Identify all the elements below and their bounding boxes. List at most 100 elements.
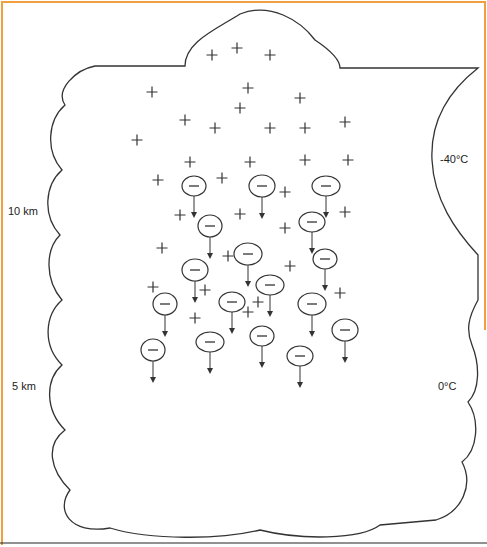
negative-charge [321,185,331,186]
fall-arrow [312,232,313,250]
positive-charge [210,123,221,134]
positive-charge [223,251,234,262]
negative-charge [190,269,200,270]
negative-charge [320,258,330,259]
positive-charge [295,93,306,104]
positive-charge [175,210,186,221]
positive-charge [235,103,246,114]
arrow-head [245,281,251,287]
fall-arrow [248,265,249,283]
arrow-head [259,362,265,368]
particle [141,339,165,361]
positive-charge [280,223,291,234]
positive-charge [285,261,296,272]
fall-arrow [262,346,263,364]
fall-arrow [345,341,346,359]
arrow-head [162,331,168,337]
negative-charge [295,355,305,356]
positive-charge [207,50,218,61]
positive-charge [340,117,351,128]
positive-charge [335,288,346,299]
positive-charge [235,209,246,220]
altitude-label: 10 km [8,205,38,217]
arrow-head [259,213,265,219]
particle [313,249,337,269]
positive-charge [157,243,168,254]
cloud-outline [48,10,478,537]
negative-charge [265,284,275,285]
negative-charge [307,303,317,304]
fall-arrow [262,197,263,215]
particle [287,346,313,366]
particle [332,319,358,341]
arrow-head [150,377,156,383]
temperature-label: -40°C [440,153,468,165]
positive-charge [253,297,264,308]
positive-charge [243,83,254,94]
positive-charge [340,207,351,218]
positive-charge [300,123,311,134]
positive-charge [200,285,211,296]
arrow-head [309,248,315,254]
positive-charge [217,173,228,184]
negative-charge [189,185,199,186]
positive-charge [265,123,276,134]
particle [256,275,284,295]
negative-charge [340,329,350,330]
fall-arrow [195,281,196,299]
positive-charge [245,157,256,168]
particle [182,259,208,281]
positive-charge [148,282,159,293]
positive-charge [147,87,158,98]
altitude-label: 5 km [12,380,36,392]
negative-charge [148,349,158,350]
positive-charge [343,155,354,166]
particle [299,212,325,232]
arrow-head [309,331,315,337]
particle [182,176,206,196]
positive-charge [300,155,311,166]
arrow-head [207,368,213,374]
negative-charge [205,225,215,226]
particle [298,293,326,315]
positive-charge [132,135,143,146]
fall-arrow [326,196,327,214]
positive-charge [265,50,276,61]
negative-charge [160,303,170,304]
negative-charge [205,341,215,342]
positive-charge [190,313,201,324]
arrow-head [322,285,328,291]
positive-charge [243,307,254,318]
fall-arrow [232,312,233,330]
positive-charge [232,43,243,54]
temperature-label: 0°C [438,380,456,392]
negative-charge [307,221,317,222]
arrow-head [207,253,213,259]
particle [234,243,262,265]
particle [219,292,245,312]
bottom-rule [0,543,487,544]
arrow-head [342,357,348,363]
negative-charge [257,335,267,336]
particle [198,215,222,237]
negative-charge [257,185,267,186]
charge-symbols [132,43,359,389]
particle [153,293,177,315]
positive-charge [180,115,191,126]
negative-charge [227,301,237,302]
fall-arrow [165,315,166,333]
positive-charge [185,157,196,168]
fall-arrow [312,315,313,333]
fall-arrow [153,361,154,379]
arrow-head [192,297,198,303]
positive-charge [153,175,164,186]
fall-arrow [325,269,326,287]
fall-arrow [210,237,211,255]
arrow-head [297,382,303,388]
particle [249,175,275,197]
positive-charge [280,187,291,198]
fall-arrow [270,295,271,313]
fall-arrow [194,196,195,214]
